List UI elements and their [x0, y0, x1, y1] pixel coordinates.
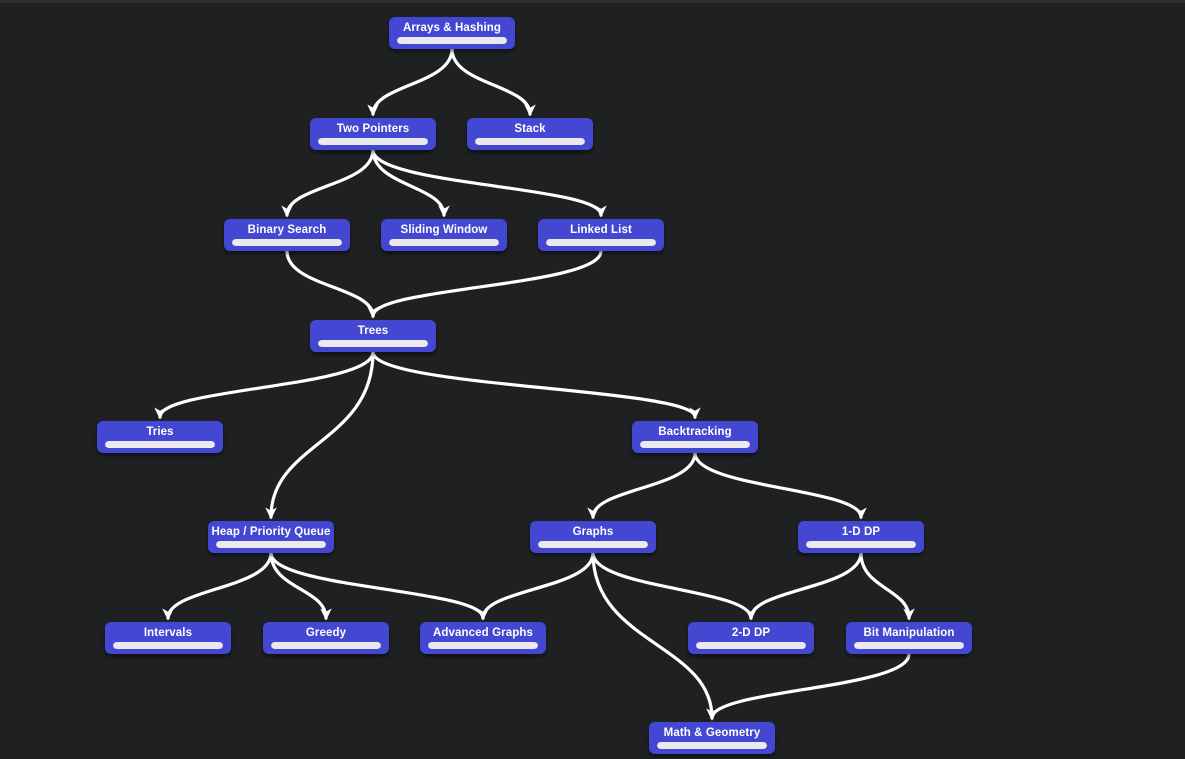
edge-bit-manipulation-to-math-geometry	[706, 652, 911, 721]
node-advanced-graphs[interactable]: Advanced Graphs	[420, 622, 546, 654]
edge-linked-list-to-trees	[367, 249, 603, 319]
progress-bar-fill	[806, 541, 916, 548]
edge-graphs-to-two-d-dp	[591, 551, 757, 621]
progress-bar-fill	[397, 37, 507, 44]
node-intervals[interactable]: Intervals	[105, 622, 231, 654]
progress-bar	[271, 642, 381, 649]
node-label: Math & Geometry	[663, 727, 761, 739]
edge-backtracking-to-graphs	[587, 451, 697, 520]
progress-bar-fill	[318, 138, 428, 145]
progress-bar	[113, 642, 223, 649]
node-two-d-dp[interactable]: 2-D DP	[688, 622, 814, 654]
node-label: Sliding Window	[400, 224, 488, 236]
progress-bar-fill	[113, 642, 223, 649]
edge-trees-to-tries	[154, 350, 375, 420]
progress-bar	[640, 441, 750, 448]
node-arrays-hashing[interactable]: Arrays & Hashing	[389, 17, 515, 49]
node-tries[interactable]: Tries	[97, 421, 223, 453]
node-label: Backtracking	[658, 426, 732, 438]
node-bit-manipulation[interactable]: Bit Manipulation	[846, 622, 972, 654]
node-math-geometry[interactable]: Math & Geometry	[649, 722, 775, 754]
progress-bar	[854, 642, 964, 649]
progress-bar-fill	[105, 441, 215, 448]
node-greedy[interactable]: Greedy	[263, 622, 389, 654]
progress-bar	[105, 441, 215, 448]
node-label: Arrays & Hashing	[402, 22, 502, 34]
node-one-d-dp[interactable]: 1-D DP	[798, 521, 924, 553]
progress-bar	[318, 340, 428, 347]
node-label: Tries	[146, 426, 174, 438]
progress-bar	[806, 541, 916, 548]
progress-bar-fill	[428, 642, 538, 649]
node-label: Binary Search	[247, 224, 327, 236]
edge-arrays-hashing-to-two-pointers	[367, 47, 454, 117]
edge-two-pointers-to-sliding-window	[371, 148, 450, 218]
node-graphs[interactable]: Graphs	[530, 521, 656, 553]
node-heap-pq[interactable]: Heap / Priority Queue	[208, 521, 334, 553]
progress-bar	[696, 642, 806, 649]
progress-bar	[389, 239, 499, 246]
node-label: Heap / Priority Queue	[211, 526, 331, 538]
edge-trees-to-heap-pq	[265, 350, 375, 520]
progress-bar	[397, 37, 507, 44]
node-label: Two Pointers	[336, 123, 410, 135]
node-label: Advanced Graphs	[433, 627, 533, 639]
node-linked-list[interactable]: Linked List	[538, 219, 664, 251]
edge-heap-pq-to-advanced-graphs	[269, 551, 489, 621]
node-label: Greedy	[305, 627, 347, 639]
progress-bar-fill	[538, 541, 648, 548]
progress-bar	[318, 138, 428, 145]
node-label: Graphs	[572, 526, 614, 538]
node-two-pointers[interactable]: Two Pointers	[310, 118, 436, 150]
progress-bar	[546, 239, 656, 246]
edge-heap-pq-to-intervals	[162, 551, 273, 621]
node-trees[interactable]: Trees	[310, 320, 436, 352]
progress-bar	[216, 541, 326, 548]
progress-bar-fill	[216, 541, 326, 548]
node-label: Bit Manipulation	[863, 627, 955, 639]
edge-graphs-to-advanced-graphs	[477, 551, 595, 621]
top-border	[0, 0, 1185, 3]
progress-bar	[475, 138, 585, 145]
node-stack[interactable]: Stack	[467, 118, 593, 150]
edge-arrays-hashing-to-stack	[450, 47, 536, 117]
progress-bar-fill	[696, 642, 806, 649]
edge-one-d-dp-to-bit-manipulation	[859, 551, 915, 621]
node-label: Intervals	[143, 627, 193, 639]
node-label: 2-D DP	[731, 627, 771, 639]
progress-bar-fill	[475, 138, 585, 145]
node-binary-search[interactable]: Binary Search	[224, 219, 350, 251]
progress-bar	[538, 541, 648, 548]
edge-backtracking-to-one-d-dp	[693, 451, 867, 520]
edge-two-pointers-to-linked-list	[371, 148, 607, 218]
progress-bar	[232, 239, 342, 246]
progress-bar-fill	[854, 642, 964, 649]
progress-bar-fill	[546, 239, 656, 246]
edge-heap-pq-to-greedy	[269, 551, 332, 621]
edge-trees-to-backtracking	[371, 350, 701, 420]
edge-one-d-dp-to-two-d-dp	[745, 551, 863, 621]
progress-bar-fill	[232, 239, 342, 246]
node-label: 1-D DP	[841, 526, 881, 538]
node-label: Stack	[514, 123, 546, 135]
progress-bar-fill	[271, 642, 381, 649]
node-backtracking[interactable]: Backtracking	[632, 421, 758, 453]
edge-two-pointers-to-binary-search	[281, 148, 375, 218]
progress-bar-fill	[318, 340, 428, 347]
progress-bar-fill	[640, 441, 750, 448]
node-label: Trees	[357, 325, 389, 337]
edge-binary-search-to-trees	[285, 249, 379, 319]
progress-bar	[428, 642, 538, 649]
progress-bar-fill	[389, 239, 499, 246]
node-label: Linked List	[570, 224, 632, 236]
node-sliding-window[interactable]: Sliding Window	[381, 219, 507, 251]
progress-bar	[657, 742, 767, 749]
progress-bar-fill	[657, 742, 767, 749]
